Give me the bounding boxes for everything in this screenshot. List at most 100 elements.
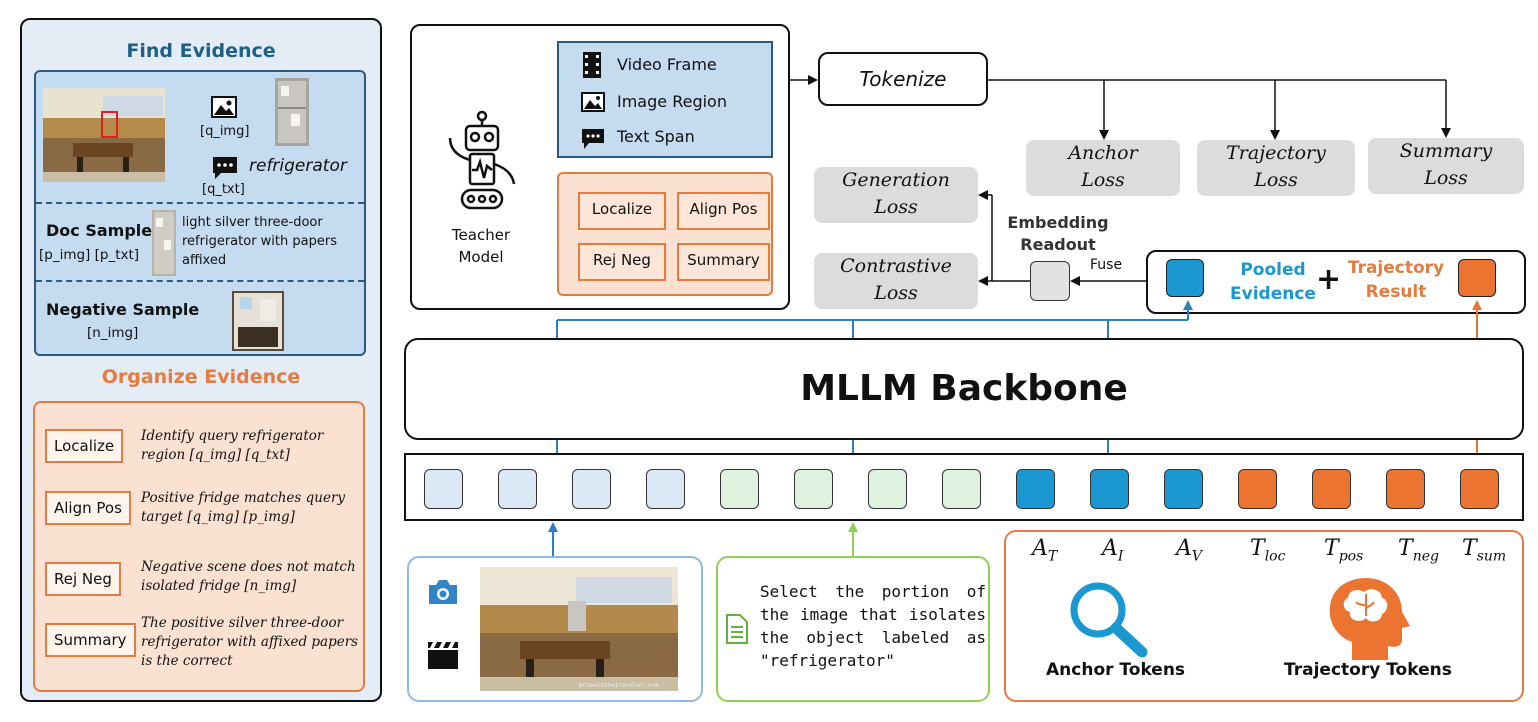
embedding-readout-line2: Readout bbox=[1020, 235, 1096, 254]
trajectory-token bbox=[1386, 469, 1425, 509]
embedding-readout-line1: Embedding bbox=[1007, 213, 1109, 232]
doc-sample-title: Doc Sample bbox=[46, 221, 153, 240]
camera-icon bbox=[429, 580, 457, 604]
image-token bbox=[868, 469, 907, 509]
token-sequence bbox=[404, 453, 1524, 521]
trajectory-loss-line2: Loss bbox=[1254, 169, 1298, 191]
generation-loss-box: Generation Loss bbox=[814, 167, 978, 223]
text-token bbox=[498, 469, 537, 509]
anchor-token bbox=[1090, 469, 1129, 509]
pooled-evidence-label: Pooled Evidence bbox=[1226, 258, 1320, 306]
dashed-divider bbox=[36, 280, 364, 282]
symbol-t-sum: Tsum bbox=[1462, 536, 1507, 565]
task-align-pos: Align Pos bbox=[677, 192, 770, 230]
modality-text-span: Text Span bbox=[617, 127, 695, 146]
pooled-line1: Pooled bbox=[1240, 260, 1306, 280]
anchor-token bbox=[1164, 469, 1203, 509]
q-txt-tag: [q_txt] bbox=[202, 182, 245, 197]
trajectory-result-line2: Result bbox=[1365, 282, 1427, 302]
anchor-token bbox=[1016, 469, 1055, 509]
anchor-loss-box: Anchor Loss bbox=[1026, 140, 1180, 196]
step-rej-neg-desc: Negative scene does not match isolated f… bbox=[141, 559, 356, 594]
input-kitchen-image bbox=[480, 567, 678, 691]
text-input-box: Select the portion of the image that iso… bbox=[716, 556, 990, 702]
anchor-loss-line1: Anchor bbox=[1068, 142, 1138, 164]
contrastive-loss-box: Contrastive Loss bbox=[814, 253, 978, 309]
step-align-pos: Align Pos bbox=[45, 491, 131, 525]
query-kitchen-image bbox=[43, 88, 165, 182]
text-span-icon bbox=[582, 129, 604, 149]
task-localize: Localize bbox=[578, 192, 666, 230]
step-localize: Localize bbox=[45, 429, 124, 463]
visual-input-box: bcheeinthetraveler.com bbox=[407, 556, 703, 702]
contrastive-loss-line1: Contrastive bbox=[840, 255, 952, 277]
text-token bbox=[572, 469, 611, 509]
anchor-loss-line2: Loss bbox=[1081, 169, 1125, 191]
negative-tag: [n_img] bbox=[87, 325, 139, 341]
doc-sample-tags: [p_img] [p_txt] bbox=[39, 247, 140, 263]
trajectory-result-token bbox=[1458, 259, 1496, 297]
trajectory-result-label: Trajectory Result bbox=[1340, 256, 1452, 304]
contrastive-loss-line2: Loss bbox=[874, 282, 918, 304]
step-summary: Summary bbox=[45, 623, 136, 657]
symbol-a-i: AI bbox=[1102, 536, 1124, 565]
fuse-label: Fuse bbox=[1090, 257, 1123, 273]
tokenize-box: Tokenize bbox=[818, 52, 988, 106]
task-rej-neg: Rej Neg bbox=[578, 243, 666, 281]
anchor-tokens-label: Anchor Tokens bbox=[1046, 660, 1186, 680]
task-summary: Summary bbox=[677, 243, 770, 281]
image-token bbox=[720, 469, 759, 509]
symbol-a-v: AV bbox=[1176, 536, 1203, 565]
robot-icon bbox=[448, 110, 516, 210]
symbol-a-t: AT bbox=[1032, 536, 1058, 565]
clapperboard-icon bbox=[428, 642, 458, 669]
find-evidence-box: [q_img] refrigerator [q_txt] Doc Sample … bbox=[34, 70, 366, 356]
trajectory-loss-line1: Trajectory bbox=[1226, 142, 1326, 164]
modality-box: Video Frame Image Region Text Span bbox=[557, 41, 773, 158]
document-icon bbox=[726, 614, 748, 644]
image-region-icon bbox=[581, 92, 605, 112]
brain-head-icon bbox=[1329, 578, 1410, 660]
trajectory-result-line1: Trajectory bbox=[1347, 258, 1445, 278]
symbol-t-pos: Tpos bbox=[1324, 536, 1364, 565]
step-summary-desc: The positive silver three-door refrigera… bbox=[141, 615, 359, 669]
modality-image-region: Image Region bbox=[617, 92, 727, 111]
magnifier-icon bbox=[1070, 582, 1148, 658]
trajectory-loss-box: Trajectory Loss bbox=[1197, 140, 1355, 196]
embedding-readout-label: Embedding Readout bbox=[1002, 212, 1114, 256]
organize-evidence-title: Organize Evidence bbox=[101, 366, 301, 388]
trajectory-token bbox=[1460, 469, 1499, 509]
teacher-label-line2: Model bbox=[458, 248, 504, 266]
negative-image bbox=[232, 291, 284, 351]
summary-loss-box: Summary Loss bbox=[1368, 138, 1524, 194]
pooled-token bbox=[1166, 259, 1204, 297]
generation-loss-line1: Generation bbox=[842, 169, 950, 191]
teacher-task-box: Localize Align Pos Rej Neg Summary bbox=[557, 172, 773, 296]
teacher-model-label: Teacher Model bbox=[420, 224, 542, 268]
film-icon bbox=[583, 52, 601, 78]
mllm-backbone: MLLM Backbone bbox=[404, 338, 1524, 440]
image-icon bbox=[211, 96, 237, 118]
image-token bbox=[942, 469, 981, 509]
pooled-line2: Evidence bbox=[1230, 284, 1316, 304]
image-token bbox=[794, 469, 833, 509]
negative-sample-title: Negative Sample bbox=[46, 300, 200, 319]
text-chat-icon bbox=[213, 157, 237, 179]
image-watermark: bcheeinthetraveler.com bbox=[579, 682, 659, 689]
q-img-tag: [q_img] bbox=[200, 124, 250, 139]
step-localize-desc: Identify query refrigerator region [q_im… bbox=[141, 428, 324, 463]
readout-node bbox=[1030, 261, 1070, 301]
instruction-text: Select the portion of the image that iso… bbox=[760, 582, 986, 670]
text-token bbox=[646, 469, 685, 509]
dashed-divider bbox=[36, 202, 364, 204]
trajectory-token bbox=[1238, 469, 1277, 509]
summary-loss-line2: Loss bbox=[1424, 167, 1468, 189]
doc-sample-text: light silver three-door refrigerator wit… bbox=[182, 215, 337, 268]
generation-loss-line2: Loss bbox=[874, 196, 918, 218]
teacher-label-line1: Teacher bbox=[451, 226, 511, 244]
symbol-t-loc: Tloc bbox=[1250, 536, 1286, 565]
find-evidence-title: Find Evidence bbox=[126, 40, 276, 62]
q-txt-word: refrigerator bbox=[249, 156, 347, 176]
token-legend-box: AT AI AV Tloc Tpos Tneg Tsum Anchor Toke… bbox=[1004, 530, 1524, 702]
